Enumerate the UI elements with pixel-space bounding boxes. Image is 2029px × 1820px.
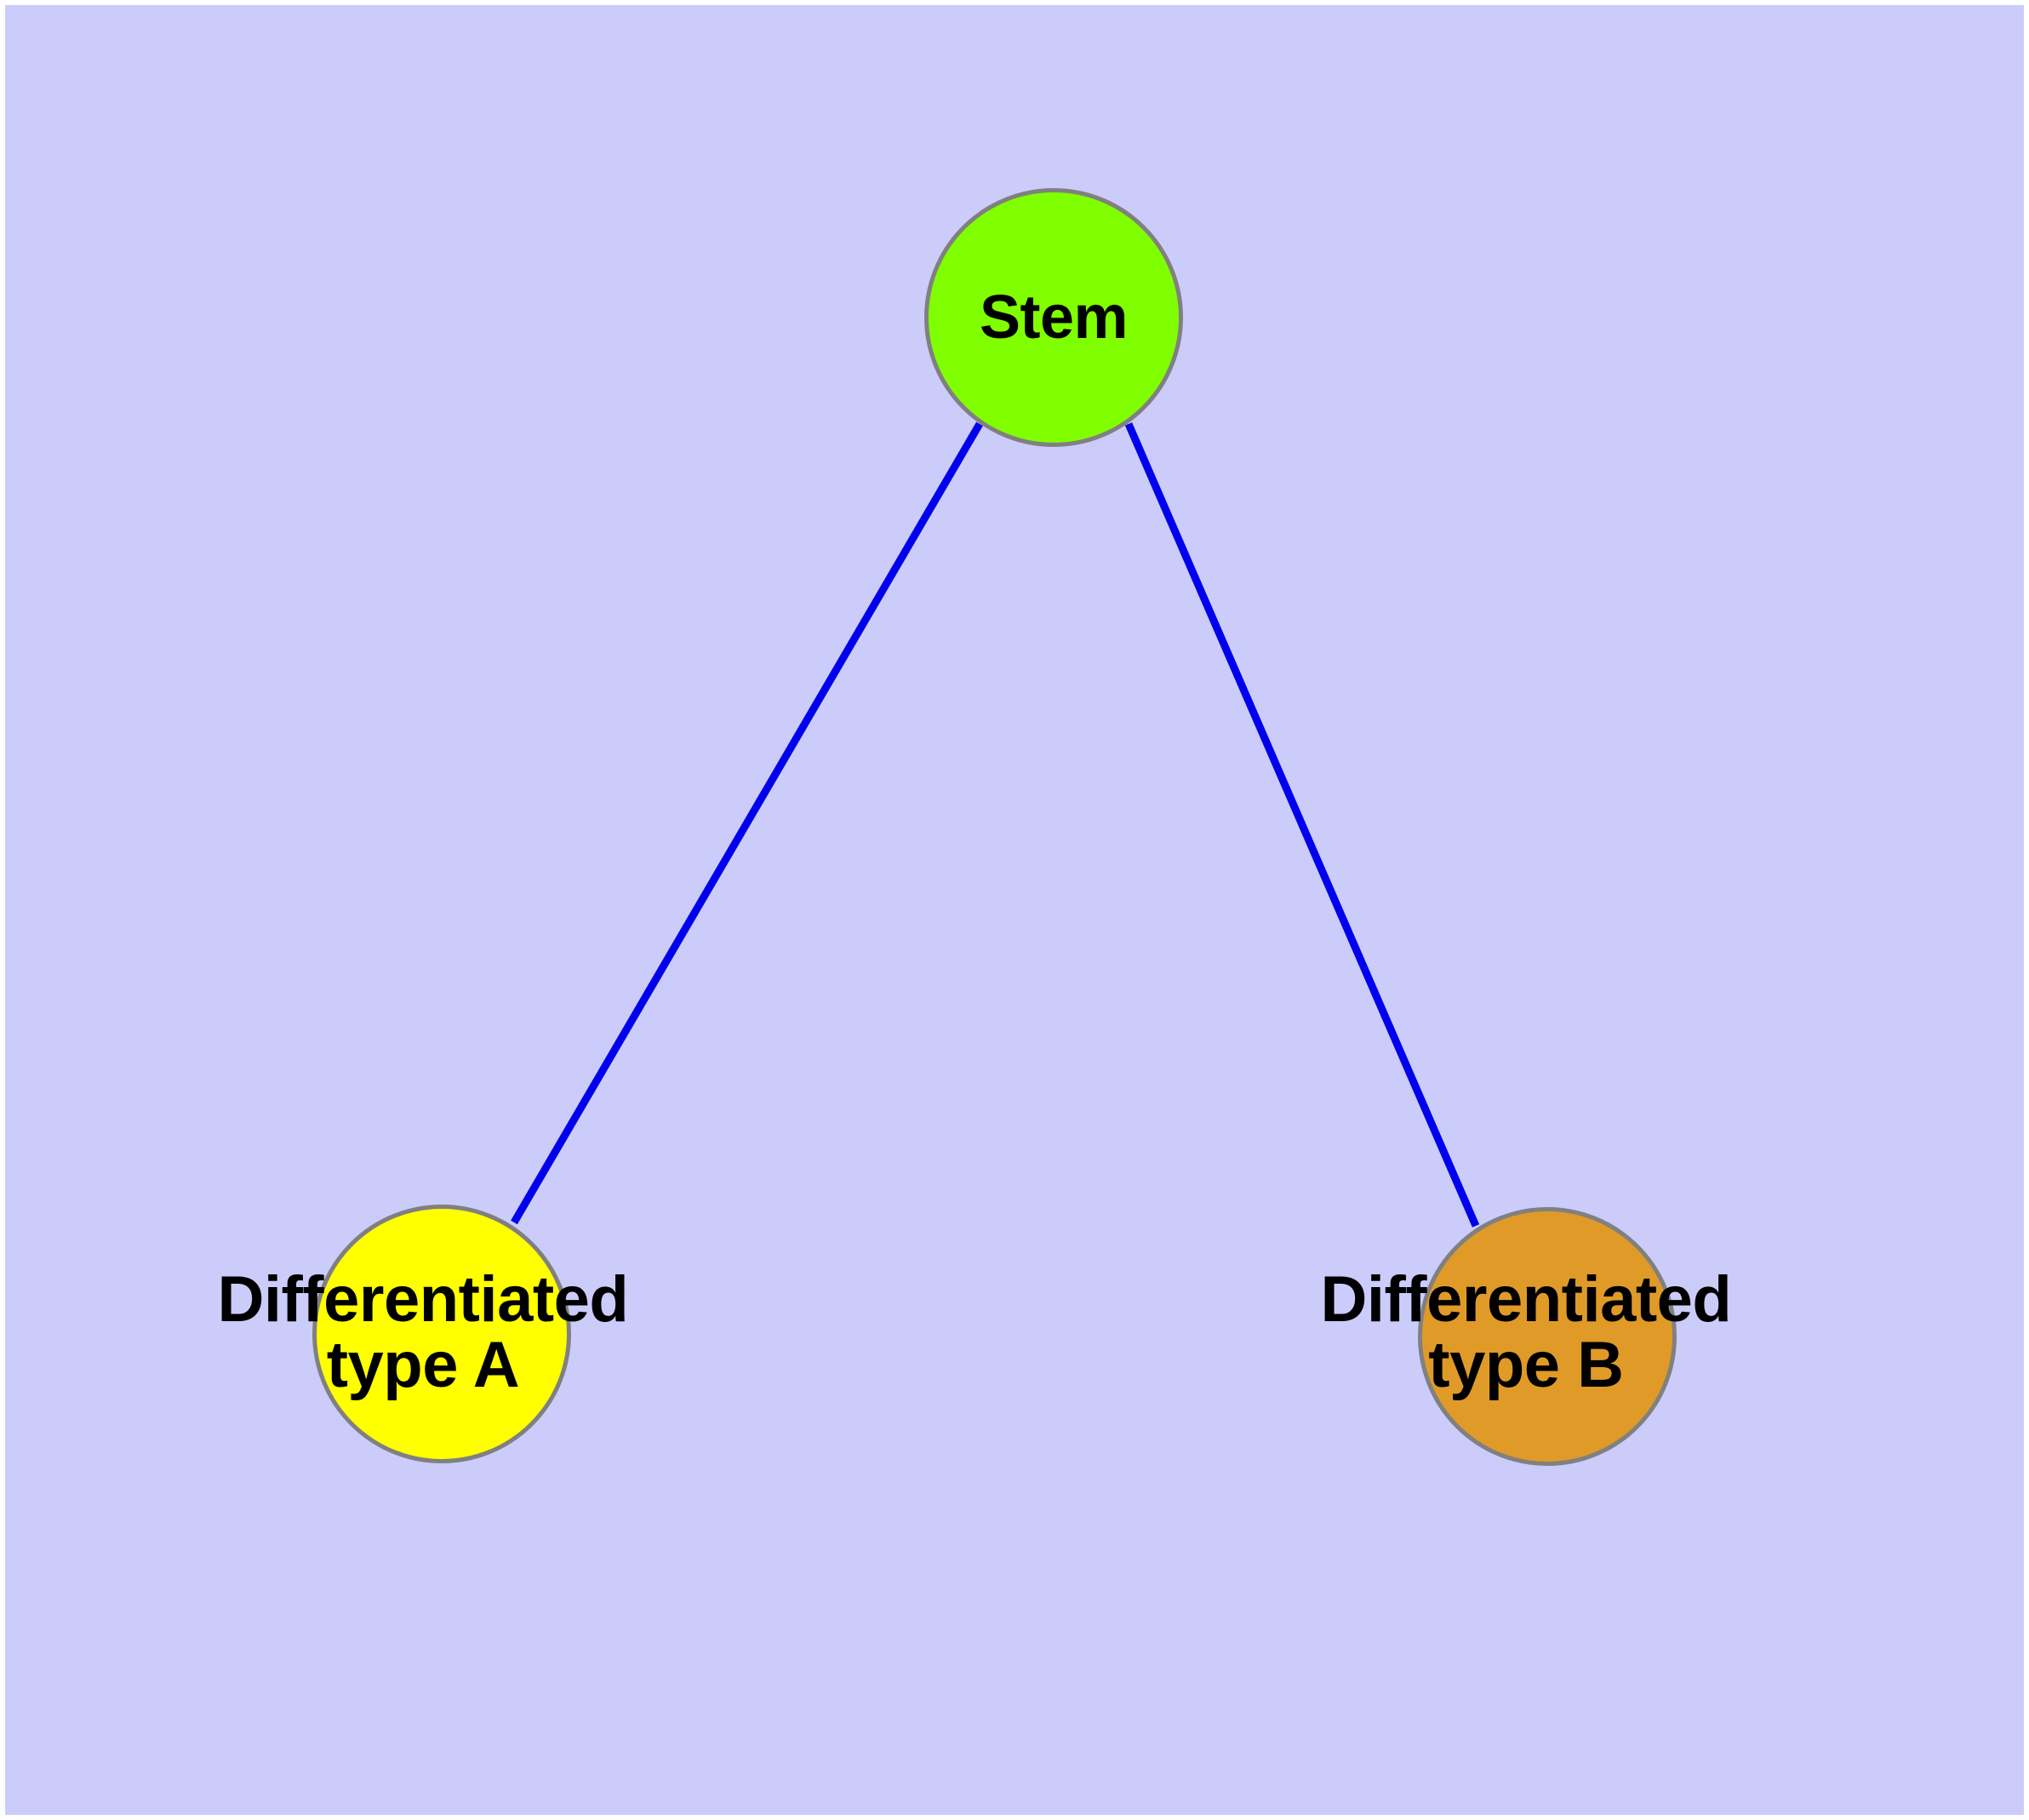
graph-node-stem[interactable] [924, 188, 1183, 447]
graph-edge-stem-to-diff-b[interactable] [1124, 422, 1480, 1228]
graph-node-diff_b[interactable] [1418, 1207, 1677, 1466]
edges-layer [511, 421, 1480, 1228]
graph-edge-stem-to-diff-a[interactable] [511, 421, 983, 1225]
graph-node-diff_a[interactable] [312, 1205, 571, 1463]
nodes-layer [312, 188, 1677, 1466]
